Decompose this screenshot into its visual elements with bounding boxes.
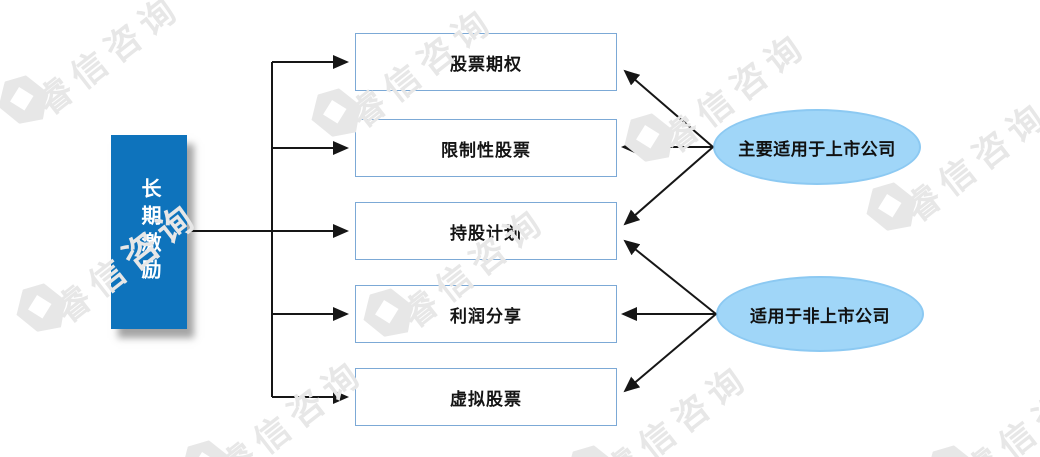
watermark-text: 睿信咨询 [597,356,758,457]
gem-logo-hole [28,295,51,318]
node-label: 虚拟股票 [450,389,522,409]
node-label: 股票期权 [450,54,522,74]
node-label: 持股计划 [450,223,522,243]
node-restricted-stock: 限制性股票 [355,119,617,177]
watermark-text: 睿信咨询 [212,351,373,457]
gem-logo-icon [620,108,680,168]
gem-logo-hole [10,87,33,110]
note2-arrow-top [623,239,717,315]
gem-logo-hole [636,125,659,148]
note2-arrow-bottom [623,313,717,393]
watermark-text: 睿信咨询 [29,0,190,124]
node-stock-option: 股票期权 [355,33,617,91]
gem-logo-hole [878,194,901,217]
note-listed-companies: 主要适用于上市公司 [713,109,921,185]
note1-arrow-top [623,69,714,148]
node-label: 限制性股票 [441,140,531,160]
gem-logo-icon [177,435,237,457]
note-unlisted-companies: 适用于非上市公司 [716,276,924,352]
root-label: 长期激励 [138,178,160,286]
gem-logo-icon [862,177,922,237]
note-label: 适用于非上市公司 [750,306,890,326]
node-virtual-stock: 虚拟股票 [355,368,617,426]
node-shareholding-plan: 持股计划 [355,202,617,260]
watermark: 睿信咨询 [928,357,1040,457]
node-long-term-incentive: 长期激励 [111,135,187,329]
watermark-text: 睿信咨询 [957,356,1040,457]
node-profit-sharing: 利润分享 [355,285,617,343]
note1-arrow-bottom [623,146,714,226]
gem-logo-hole [193,452,216,457]
gem-logo-icon [562,440,622,457]
note-label: 主要适用于上市公司 [738,139,896,159]
node-label: 利润分享 [450,306,522,326]
gem-logo-hole [323,100,346,123]
gem-logo-icon [0,70,54,130]
gem-logo-icon [12,278,72,338]
gem-logo-icon [922,440,982,457]
